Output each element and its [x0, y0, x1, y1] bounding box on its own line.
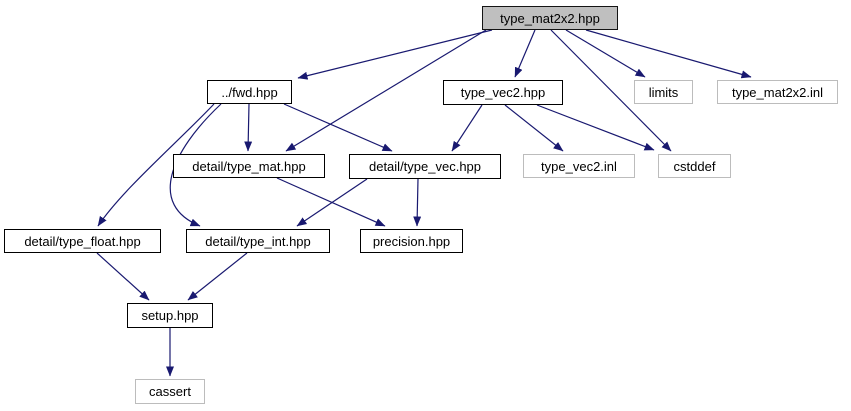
edge-type_vec2_hpp-to-type_vec2_inl	[504, 104, 564, 152]
graph-node-detail_type_mat_hpp[interactable]: detail/type_mat.hpp	[173, 154, 325, 178]
edge-type_mat2x2_hpp-to-detail_type_mat_hpp	[285, 29, 487, 152]
edge-detail_type_vec_hpp-to-detail_type_int_hpp	[296, 178, 368, 227]
graph-node-detail_type_vec_hpp[interactable]: detail/type_vec.hpp	[349, 154, 501, 179]
graph-node-type_mat2x2_hpp: type_mat2x2.hpp	[482, 6, 618, 30]
graph-node-type_vec2_hpp[interactable]: type_vec2.hpp	[443, 80, 563, 105]
graph-node-detail_type_float_hpp[interactable]: detail/type_float.hpp	[4, 229, 161, 253]
edge-type_vec2_hpp-to-cstddef	[536, 104, 655, 151]
edge-type_mat2x2_hpp-to-fwd_hpp	[297, 29, 493, 80]
graph-node-setup_hpp[interactable]: setup.hpp	[127, 303, 213, 328]
edge-type_mat2x2_hpp-to-type_vec2_hpp	[514, 29, 536, 78]
graph-node-fwd_hpp[interactable]: ../fwd.hpp	[207, 80, 292, 104]
edge-fwd_hpp-to-detail_type_mat_hpp	[244, 103, 253, 152]
edge-type_mat2x2_hpp-to-cstddef	[550, 29, 672, 152]
graph-node-limits: limits	[634, 80, 693, 104]
graph-node-precision_hpp[interactable]: precision.hpp	[360, 229, 463, 253]
edge-fwd_hpp-to-detail_type_int_hpp	[169, 103, 222, 227]
graph-node-type_vec2_inl: type_vec2.inl	[523, 154, 635, 178]
graph-node-detail_type_int_hpp[interactable]: detail/type_int.hpp	[186, 229, 330, 253]
edge-detail_type_vec_hpp-to-precision_hpp	[413, 178, 422, 227]
edge-fwd_hpp-to-detail_type_float_hpp	[97, 103, 215, 227]
edge-detail_type_mat_hpp-to-precision_hpp	[276, 177, 386, 227]
edge-type_mat2x2_hpp-to-limits	[565, 29, 646, 78]
edge-fwd_hpp-to-detail_type_vec_hpp	[283, 103, 393, 152]
graph-node-type_mat2x2_inl: type_mat2x2.inl	[717, 80, 838, 104]
edge-detail_type_int_hpp-to-setup_hpp	[187, 252, 248, 301]
edge-type_vec2_hpp-to-detail_type_vec_hpp	[451, 104, 483, 152]
graph-node-cassert: cassert	[135, 379, 205, 404]
edge-detail_type_float_hpp-to-setup_hpp	[96, 252, 150, 301]
graph-node-cstddef: cstddef	[658, 154, 731, 178]
edge-type_mat2x2_hpp-to-type_mat2x2_inl	[585, 29, 752, 79]
